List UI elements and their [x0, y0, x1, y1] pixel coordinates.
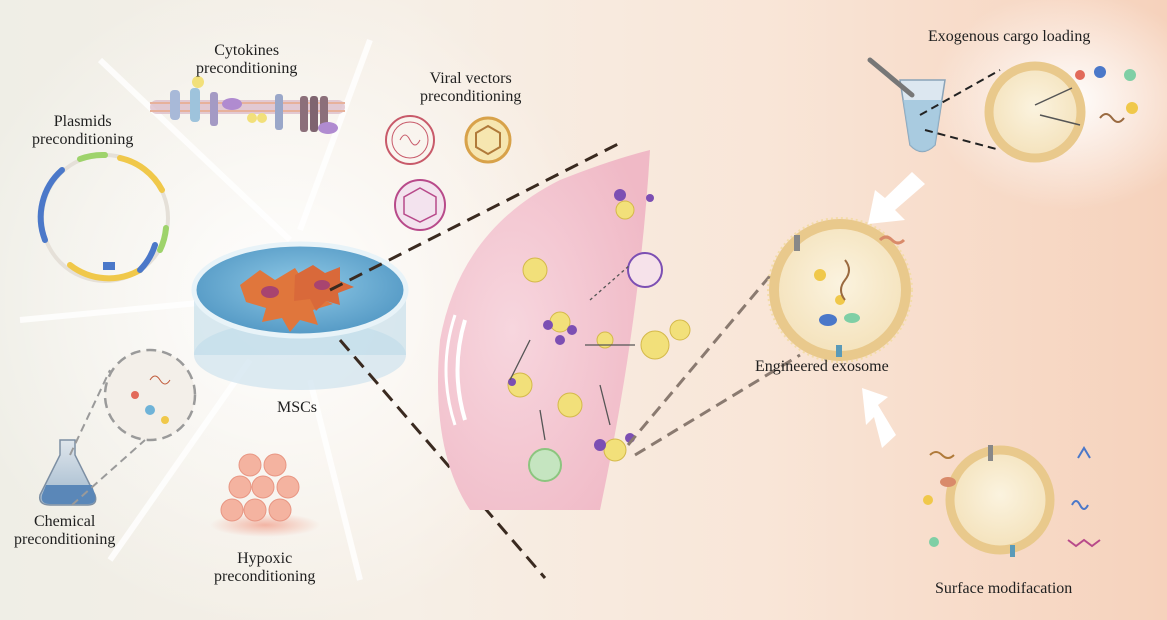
surface-modification-label: Surface modifacation: [935, 580, 1073, 597]
cytokines-membrane-pathway: [150, 76, 345, 134]
surface-mod-exosome: [923, 445, 1101, 557]
exogenous-cargo-tube: [867, 57, 946, 153]
hypoxic-label-line1: Hypoxic: [237, 550, 293, 567]
plasmids-label: Plasmids preconditioning: [32, 113, 133, 149]
hypoxic-label-line2: preconditioning: [214, 568, 316, 585]
mscs-label: MSCs: [277, 399, 318, 416]
cytokines-label-line2: preconditioning: [196, 60, 298, 77]
viral-label: Viral vectors preconditioning: [420, 70, 521, 106]
zoom-line-bottom: [338, 339, 547, 579]
engineered-exosome: [767, 217, 913, 363]
zoom-line-exo-top: [626, 239, 802, 446]
engineered-exosome-label: Engineered exosome: [755, 358, 889, 375]
viral-label-line1: Viral vectors: [429, 70, 512, 87]
hypoxic-cells: [210, 453, 320, 537]
viral-label-line2: preconditioning: [420, 88, 522, 105]
cargo-zoom-line-top: [919, 69, 1001, 116]
viral-vector-particles: [385, 115, 512, 231]
plasmid-ring: [37, 151, 170, 283]
cytokines-label: Cytokines preconditioning: [196, 42, 297, 78]
plasmids-label-line1: Plasmids: [53, 113, 112, 130]
chemical-label: Chemical preconditioning: [14, 513, 115, 549]
cytokines-label-line1: Cytokines: [214, 42, 280, 59]
cargo-exosome: [984, 61, 1138, 163]
chemical-label-line1: Chemical: [34, 513, 96, 530]
zoom-line-exo-bottom: [634, 353, 801, 457]
chemical-label-line2: preconditioning: [14, 531, 116, 548]
chemical-zoom-circle: [69, 348, 197, 506]
exogenous-label: Exogenous cargo loading: [928, 28, 1091, 45]
plasmids-label-line2: preconditioning: [32, 131, 134, 148]
cell-exosome-biogenesis: [438, 150, 691, 510]
hypoxic-label: Hypoxic preconditioning: [214, 550, 315, 586]
petri-dish-mscs: [191, 241, 409, 390]
white-arrows: [862, 172, 925, 448]
zoom-line-top: [329, 141, 621, 292]
chemical-flask: [38, 439, 97, 506]
